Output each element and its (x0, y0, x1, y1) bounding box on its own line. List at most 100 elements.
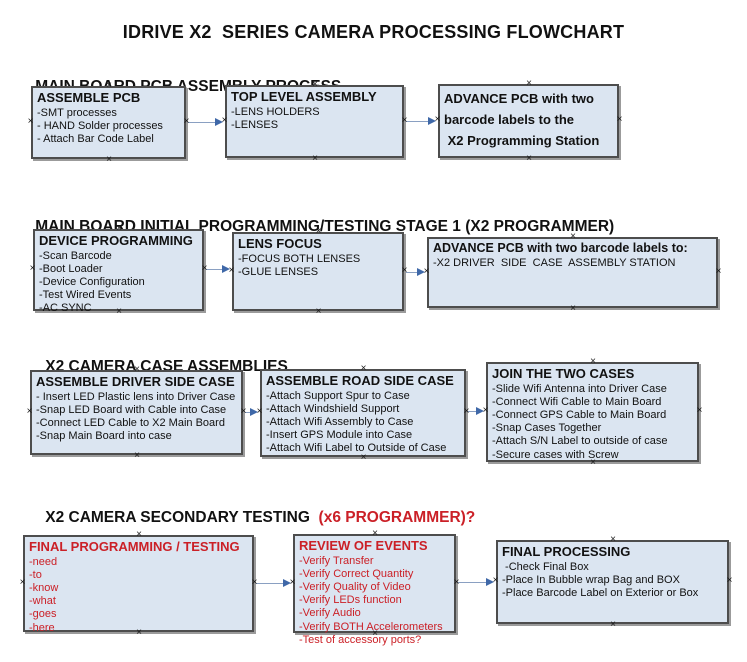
box-item-list: -SMT processes- HAND Solder processes- A… (37, 107, 180, 147)
box-item: -to (29, 568, 42, 581)
box-assemble-driver-side-case: ASSEMBLE DRIVER SIDE CASE - Insert LED P… (30, 370, 243, 455)
box-item: -goes (29, 608, 57, 621)
box-item: -Check Final Box (502, 560, 589, 573)
box-item: -Attach Wifi Assembly to Case (266, 415, 414, 428)
connection-handle-icon (715, 267, 722, 277)
connection-handle-icon (134, 451, 141, 461)
box-review-of-events: REVIEW OF EVENTS -Verify Transfer-Verify… (293, 534, 456, 646)
box-item: -Snap Cases Together (492, 422, 602, 435)
flow-arrow (245, 408, 258, 417)
box-item: -SMT processes (37, 106, 117, 119)
box-title: DEVICE PROGRAMMING (39, 233, 193, 248)
flow-arrow (256, 579, 291, 588)
box-title: TOP LEVEL ASSEMBLY (231, 89, 377, 104)
page-title: IDRIVE X2 SERIES CAMERA PROCESSING FLOWC… (122, 22, 625, 42)
box-item: - HAND Solder processes (37, 119, 163, 132)
box-top-level-assembly: TOP LEVEL ASSEMBLY -LENS HOLDERS-LENSES (225, 85, 404, 158)
box-item-list: -Slide Wifi Antenna into Driver Case-Con… (492, 383, 693, 462)
box-title: LENS FOCUS (238, 236, 322, 251)
box-item: -Place In Bubble wrap Bag and BOX (502, 573, 680, 586)
box-item: -Verify Audio (299, 607, 361, 620)
box-item-list: -Attach Support Spur to Case-Attach Wind… (266, 390, 460, 456)
box-lens-focus: LENS FOCUS -FOCUS BOTH LENSES-GLUE LENSE… (232, 232, 404, 311)
box-item: -FOCUS BOTH LENSES (238, 252, 361, 265)
connection-handle-icon (526, 79, 533, 89)
section-heading-red-text: (x6 PROGRAMMER)? (314, 509, 476, 526)
box-device-programming: DEVICE PROGRAMMING -Scan Barcode-Boot Lo… (33, 229, 204, 314)
box-final-processing: FINAL PROCESSING -Check Final Box-Place … (496, 540, 729, 624)
box-item: -Attach S/N Label to outside of case (492, 435, 668, 448)
arrow-head-icon (222, 265, 230, 273)
box-title: ASSEMBLE ROAD SIDE CASE (266, 373, 454, 388)
box-item: -Connect Wifi Cable to Main Board (492, 395, 662, 408)
box-item: -Secure cases with Screw (492, 448, 619, 461)
flow-arrow (206, 265, 230, 274)
connection-handle-icon (312, 154, 319, 164)
box-item: -Verify Transfer (299, 554, 374, 567)
connection-handle-icon (27, 117, 34, 127)
box-item: -Verify Correct Quantity (299, 567, 414, 580)
box-item-list: -X2 DRIVER SIDE CASE ASSEMBLY STATION (433, 257, 712, 270)
box-item-list: -FOCUS BOTH LENSES-GLUE LENSES (238, 253, 398, 279)
connection-handle-icon (726, 576, 733, 586)
box-item: -Place Barcode Label on Exterior or Box (502, 586, 699, 599)
connection-handle-icon (106, 155, 113, 165)
box-item-list: -Verify Transfer-Verify Correct Quantity… (299, 555, 450, 647)
arrow-head-icon (476, 407, 484, 415)
box-final-programming-testing: FINAL PROGRAMMING / TESTING -need-to-kno… (23, 535, 254, 635)
connection-handle-icon (616, 115, 623, 125)
arrow-head-icon (417, 268, 425, 276)
box-item: -LENSES (231, 118, 279, 131)
box-item: -X2 DRIVER SIDE CASE ASSEMBLY STATION (433, 257, 676, 269)
box-item: -Attach Support Spur to Case (266, 389, 410, 402)
connection-handle-icon (29, 264, 36, 274)
arrow-shaft (406, 271, 419, 273)
arrow-shaft (206, 268, 224, 270)
connection-handle-icon (19, 578, 26, 588)
box-advance-pcb-to-case-assembly: ADVANCE PCB with two barcode labels to: … (427, 237, 718, 308)
flow-arrow (406, 268, 425, 277)
arrow-shaft (406, 120, 430, 122)
connection-handle-icon (26, 407, 33, 417)
arrow-head-icon (486, 578, 494, 586)
connection-handle-icon (315, 307, 322, 317)
box-item: -Connect GPS Cable to Main Board (492, 408, 667, 421)
box-item: -Verify LEDs function (299, 594, 402, 607)
arrow-head-icon (428, 117, 436, 125)
box-item: -Attach Windshield Support (266, 402, 400, 415)
box-item: -Connect LED Cable to X2 Main Board (36, 416, 225, 429)
box-item: -what (29, 595, 56, 608)
box-item: -need (29, 555, 58, 568)
box-item: barcode labels to the (444, 111, 575, 127)
box-item-list: -LENS HOLDERS-LENSES (231, 106, 398, 132)
flow-arrow (468, 407, 484, 416)
arrow-shaft (458, 581, 488, 583)
box-item: -Scan Barcode (39, 249, 112, 262)
section-heading-text: X2 CAMERA SECONDARY TESTING (45, 509, 315, 526)
box-item-list: -need-to-know-what-goes-here (29, 556, 248, 635)
box-title: FINAL PROCESSING (502, 544, 631, 559)
box-item: - Attach Bar Code Label (37, 132, 154, 145)
box-assemble-pcb: ASSEMBLE PCB -SMT processes- HAND Solder… (31, 86, 186, 159)
box-item-list: -Check Final Box-Place In Bubble wrap Ba… (502, 561, 723, 601)
box-item: -Snap LED Board with Cable into Case (36, 403, 227, 416)
arrow-head-icon (215, 118, 223, 126)
box-title: ADVANCE PCB with two barcode labels to: (433, 241, 688, 255)
box-item-list: - Insert LED Plastic lens into Driver Ca… (36, 391, 237, 444)
arrow-shaft (245, 411, 252, 413)
box-title: ASSEMBLE PCB (37, 90, 141, 105)
box-join-the-two-cases: JOIN THE TWO CASES -Slide Wifi Antenna i… (486, 362, 699, 462)
arrow-shaft (468, 410, 478, 412)
box-title: FINAL PROGRAMMING / TESTING (29, 539, 240, 554)
box-item: -Verify BOTH Accelerometers (299, 620, 443, 633)
box-item: -Slide Wifi Antenna into Driver Case (492, 382, 667, 395)
connection-handle-icon (570, 304, 577, 314)
box-item: -Verify Quality of Video (299, 580, 411, 593)
arrow-head-icon (250, 408, 258, 416)
section-heading-secondary-testing: X2 CAMERA SECONDARY TESTING (x6 PROGRAMM… (28, 491, 475, 545)
arrow-head-icon (283, 579, 291, 587)
connection-handle-icon (696, 406, 703, 416)
box-item: -GLUE LENSES (238, 265, 319, 278)
